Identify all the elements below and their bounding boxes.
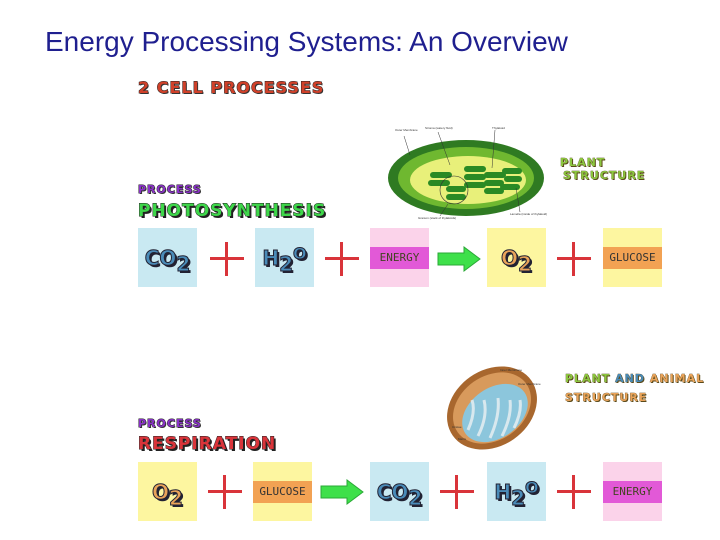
- label-outer-membrane: Outer Membrane: [518, 382, 541, 386]
- label-matrix: Matrix: [458, 437, 467, 441]
- co2-product: CO2: [370, 462, 429, 521]
- co2-reactant: CO2: [138, 228, 197, 287]
- plant-structure-label: PLANT STRUCTURE: [560, 156, 646, 183]
- glucose-product: GLUCOSE: [603, 228, 662, 287]
- label-outer-membrane: Outer Membrane: [395, 128, 418, 132]
- arrow-right-icon: [437, 246, 481, 272]
- o2-reactant: O2: [138, 462, 197, 521]
- plus-icon: [557, 475, 591, 509]
- h2o-product: H2O: [487, 462, 546, 521]
- mitochondrion-diagram: [447, 366, 537, 450]
- glucose-label: GLUCOSE: [603, 246, 662, 269]
- plant-animal-structure-label: PLANT AND ANIMAL STRUCTURE: [565, 372, 705, 405]
- chloroplast-diagram: [388, 129, 544, 217]
- structure-line: STRUCTURE: [563, 169, 646, 183]
- plus-icon: [440, 475, 474, 509]
- plus-icon: [208, 475, 242, 509]
- plus-icon: [557, 242, 591, 276]
- slide-title: Energy Processing Systems: An Overview: [45, 26, 568, 57]
- label-inner-membrane: Inner Membrane: [500, 368, 523, 372]
- respiration-heading: RESPIRATION: [137, 434, 277, 455]
- process-label: PROCESS: [138, 417, 202, 431]
- photosynthesis-heading: PHOTOSYNTHESIS: [137, 201, 327, 222]
- label-thylakoid: Thylakoid: [492, 126, 505, 130]
- cell-processes-heading: 2 CELL PROCESSES: [137, 78, 325, 98]
- label-lamella: Lamella (inside of thylakoid): [510, 212, 548, 216]
- plus-icon: [325, 242, 359, 276]
- glucose-label: GLUCOSE: [253, 480, 312, 503]
- arrow-right-icon: [320, 479, 364, 505]
- structure-line: PLANT: [560, 156, 606, 170]
- label-cristae: Cristae: [452, 425, 462, 429]
- o2-product: O2: [487, 228, 546, 287]
- energy-product: ENERGY: [603, 462, 662, 521]
- energy-label: ENERGY: [370, 246, 429, 269]
- label-stroma: Stroma (watery fluid): [425, 126, 453, 130]
- structure-line: PLANT AND ANIMAL: [565, 372, 705, 386]
- plus-icon: [210, 242, 244, 276]
- structure-line: STRUCTURE: [565, 391, 648, 405]
- glucose-reactant: GLUCOSE: [253, 462, 312, 521]
- label-granum: Granum (stack of thylakoids): [418, 216, 457, 220]
- energy-reactant: ENERGY: [370, 228, 429, 287]
- process-label: PROCESS: [138, 183, 202, 197]
- h2o-reactant: H2O: [255, 228, 314, 287]
- energy-label: ENERGY: [603, 480, 662, 503]
